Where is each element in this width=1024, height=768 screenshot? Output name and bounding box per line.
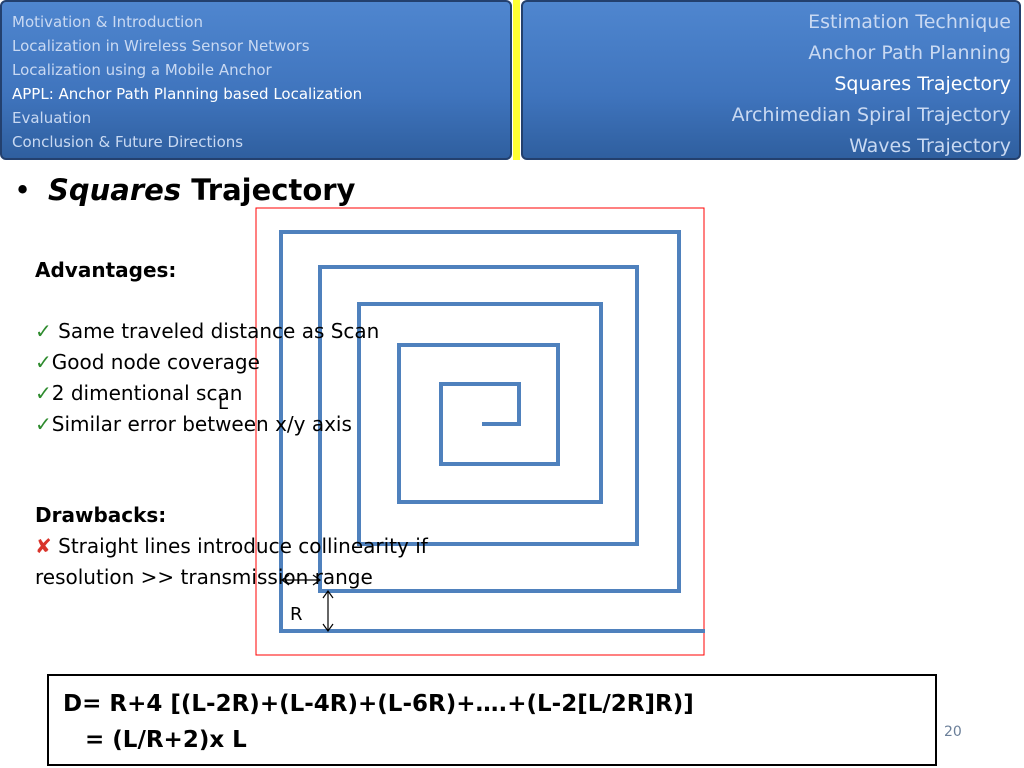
drawback-item-continuation: resolution >> transmission range bbox=[35, 565, 373, 589]
drawbacks-heading: Drawbacks: bbox=[35, 503, 167, 527]
bullet-icon: • bbox=[14, 173, 32, 207]
l-arrowhead-right bbox=[312, 574, 322, 586]
formula-line-2: = (L/R+2)x L bbox=[85, 727, 247, 753]
cross-icon: ✘ bbox=[35, 534, 52, 558]
drawback-item: ✘ Straight lines introduce collinearity … bbox=[35, 534, 428, 558]
nav-section-item[interactable]: Conclusion & Future Directions bbox=[12, 133, 244, 151]
r-arrowhead-top bbox=[322, 589, 334, 599]
distance-formula: D= R+4 [(L-2R)+(L-4R)+(L-6R)+….+(L-2[L/2… bbox=[47, 674, 937, 766]
check-icon: ✓ bbox=[35, 350, 52, 374]
nav-section-item[interactable]: Localization in Wireless Sensor Networs bbox=[12, 37, 310, 55]
diagram-frame bbox=[255, 207, 705, 656]
advantage-item: ✓Good node coverage bbox=[35, 350, 260, 374]
nav-subsection-item[interactable]: Estimation Technique bbox=[808, 11, 1011, 33]
check-icon: ✓ bbox=[35, 412, 52, 436]
nav-section-item[interactable]: Evaluation bbox=[12, 109, 92, 127]
advantage-item: ✓Similar error between x/y axis bbox=[35, 412, 352, 436]
nav-section-item[interactable]: Motivation & Introduction bbox=[12, 13, 204, 31]
nav-subsection-item[interactable]: Waves Trajectory bbox=[849, 135, 1011, 157]
spiral-path bbox=[279, 230, 705, 633]
diagram-label-l: L bbox=[218, 393, 229, 414]
nav-section-item[interactable]: Localization using a Mobile Anchor bbox=[12, 61, 272, 79]
nav-section-item[interactable]: APPL: Anchor Path Planning based Localiz… bbox=[12, 85, 363, 103]
l-arrowhead-left bbox=[280, 574, 290, 586]
advantage-item: ✓2 dimentional scan bbox=[35, 381, 243, 405]
nav-subsection-item[interactable]: Squares Trajectory bbox=[834, 73, 1011, 95]
r-arrowhead-bottom bbox=[322, 623, 334, 633]
check-icon: ✓ bbox=[35, 381, 52, 405]
nav-subsection-item[interactable]: Archimedian Spiral Trajectory bbox=[731, 104, 1011, 126]
nav-subsection-item[interactable]: Anchor Path Planning bbox=[808, 42, 1011, 64]
nav-divider bbox=[513, 0, 520, 160]
diagram-label-r: R bbox=[290, 604, 303, 625]
page-number: 20 bbox=[944, 724, 962, 740]
advantages-heading: Advantages: bbox=[35, 258, 177, 282]
slide-title: • Squares Trajectory bbox=[14, 168, 355, 212]
advantage-item: ✓ Same traveled distance as Scan bbox=[35, 319, 380, 343]
formula-line-1: D= R+4 [(L-2R)+(L-4R)+(L-6R)+….+(L-2[L/2… bbox=[63, 691, 694, 717]
title-rest: Trajectory bbox=[181, 173, 356, 207]
check-icon: ✓ bbox=[35, 319, 52, 343]
title-italic: Squares bbox=[48, 173, 182, 207]
